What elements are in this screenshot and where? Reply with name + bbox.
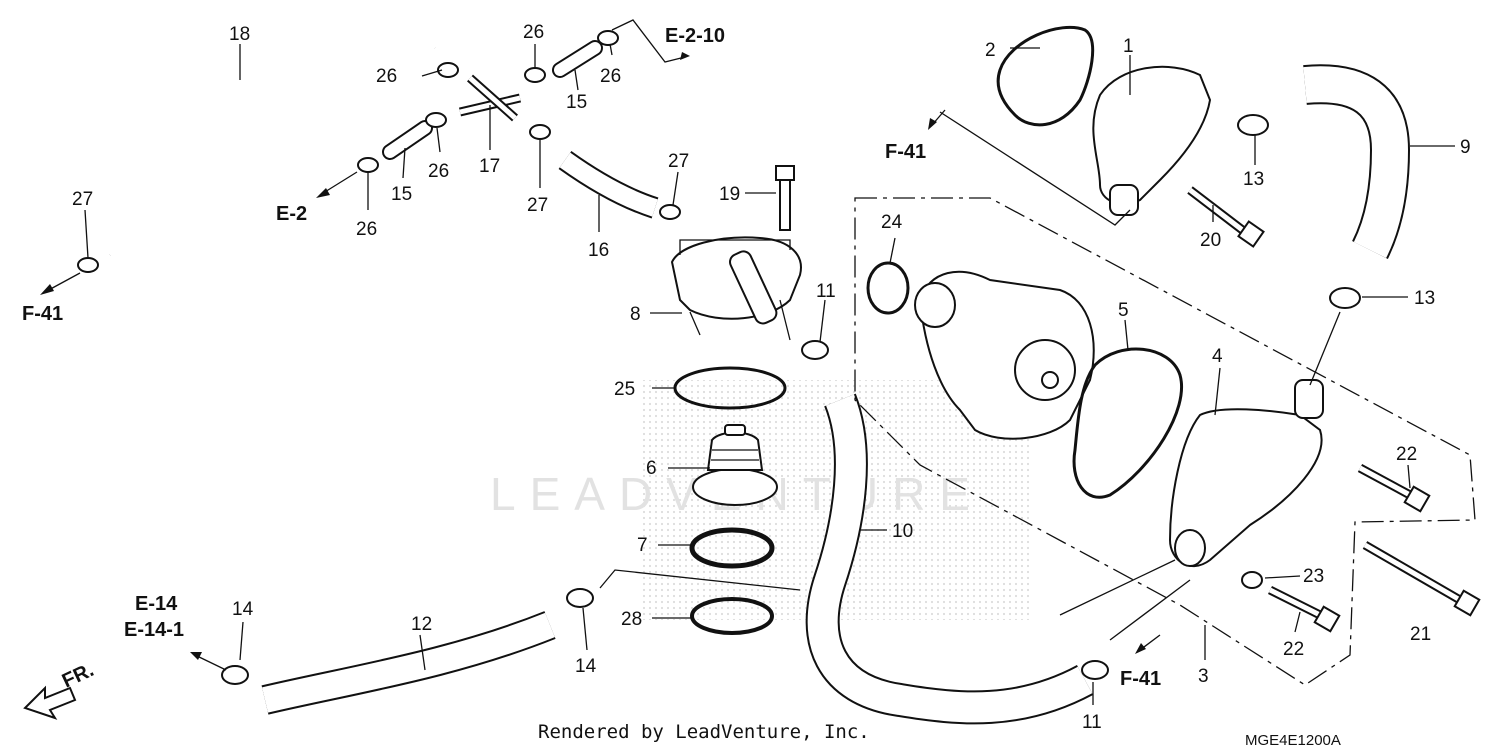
callout-11-lower: 11 xyxy=(1082,712,1102,733)
housing-4 xyxy=(1168,379,1324,567)
callout-numbers: 1 2 3 4 5 6 7 8 9 10 11 11 12 13 13 14 1… xyxy=(72,22,1471,733)
callout-27-left: 27 xyxy=(72,189,93,210)
callout-18: 18 xyxy=(229,24,250,45)
callout-13-lower: 13 xyxy=(1414,288,1435,309)
gasket-2 xyxy=(996,25,1095,127)
callout-8: 8 xyxy=(630,304,641,325)
thermostat-cover-8 xyxy=(670,236,802,341)
callout-10: 10 xyxy=(892,521,913,542)
callout-27-right: 27 xyxy=(668,151,689,172)
ref-e-14: E-14 xyxy=(135,593,178,615)
callout-28: 28 xyxy=(621,609,642,630)
callout-26-b: 26 xyxy=(523,22,544,43)
hose-10-inner xyxy=(807,394,1093,723)
clamps xyxy=(77,30,1361,685)
callout-21: 21 xyxy=(1410,624,1431,645)
o-ring-24 xyxy=(866,261,910,315)
callout-6: 6 xyxy=(646,458,657,479)
callout-22-upper: 22 xyxy=(1396,444,1417,465)
assembly-outline xyxy=(854,197,1476,686)
thermostat-6 xyxy=(692,424,778,506)
ref-e-14-1: E-14-1 xyxy=(124,619,184,641)
callout-26-e: 26 xyxy=(356,219,377,240)
callout-14-left: 14 xyxy=(232,599,254,620)
hose-15-mid-inner xyxy=(384,122,431,158)
callout-23: 23 xyxy=(1303,566,1324,587)
ref-f-41-top: F-41 xyxy=(885,141,926,163)
bolt-19 xyxy=(775,165,795,231)
bolts xyxy=(1187,186,1481,633)
callout-4: 4 xyxy=(1212,346,1223,367)
ref-f-41-left: F-41 xyxy=(22,303,63,325)
hose-12-inner xyxy=(262,612,555,713)
callout-3: 3 xyxy=(1198,666,1209,687)
callout-20: 20 xyxy=(1200,230,1221,251)
callout-1: 1 xyxy=(1123,36,1134,57)
ref-e-2: E-2 xyxy=(276,203,307,225)
callout-9: 9 xyxy=(1460,137,1471,158)
callout-26-d: 26 xyxy=(428,161,449,182)
callout-26-a: 26 xyxy=(376,66,397,87)
ref-e-2-10: E-2-10 xyxy=(665,25,725,47)
callout-5: 5 xyxy=(1118,300,1129,321)
callout-16: 16 xyxy=(588,240,609,261)
arrows xyxy=(23,52,1161,720)
leader-lines xyxy=(84,19,1455,705)
callout-2: 2 xyxy=(985,40,996,61)
seal-7 xyxy=(689,527,775,569)
callout-24: 24 xyxy=(881,212,903,233)
diagram-code: MGE4E1200A xyxy=(1245,732,1341,748)
callout-22-lower: 22 xyxy=(1283,639,1304,660)
hose-9-inner xyxy=(1303,66,1409,259)
callout-19: 19 xyxy=(719,184,740,205)
ref-f-41-bottom: F-41 xyxy=(1120,668,1161,690)
callout-14-right: 14 xyxy=(575,656,597,677)
housing-1 xyxy=(1092,65,1212,216)
hose-15-top-inner xyxy=(554,42,601,76)
hose-18-inner xyxy=(107,39,436,260)
front-arrow-icon xyxy=(23,685,77,720)
front-label: FR. xyxy=(59,659,97,693)
gasket-5 xyxy=(1072,347,1183,499)
callout-13-upper: 13 xyxy=(1243,169,1264,190)
callout-15-upper: 15 xyxy=(566,92,587,113)
callout-11-upper: 11 xyxy=(816,281,836,302)
callout-25: 25 xyxy=(614,379,635,400)
callout-7: 7 xyxy=(637,535,648,556)
callout-17: 17 xyxy=(479,156,500,177)
callout-26-c: 26 xyxy=(600,66,621,87)
credit-text: Rendered by LeadVenture, Inc. xyxy=(538,721,870,743)
water-pump xyxy=(914,270,1095,440)
callout-15-lower: 15 xyxy=(391,184,412,205)
o-ring-28 xyxy=(690,597,774,635)
callout-12: 12 xyxy=(411,614,432,635)
hose-16-inner xyxy=(559,152,658,217)
callout-27-mid: 27 xyxy=(527,195,548,216)
